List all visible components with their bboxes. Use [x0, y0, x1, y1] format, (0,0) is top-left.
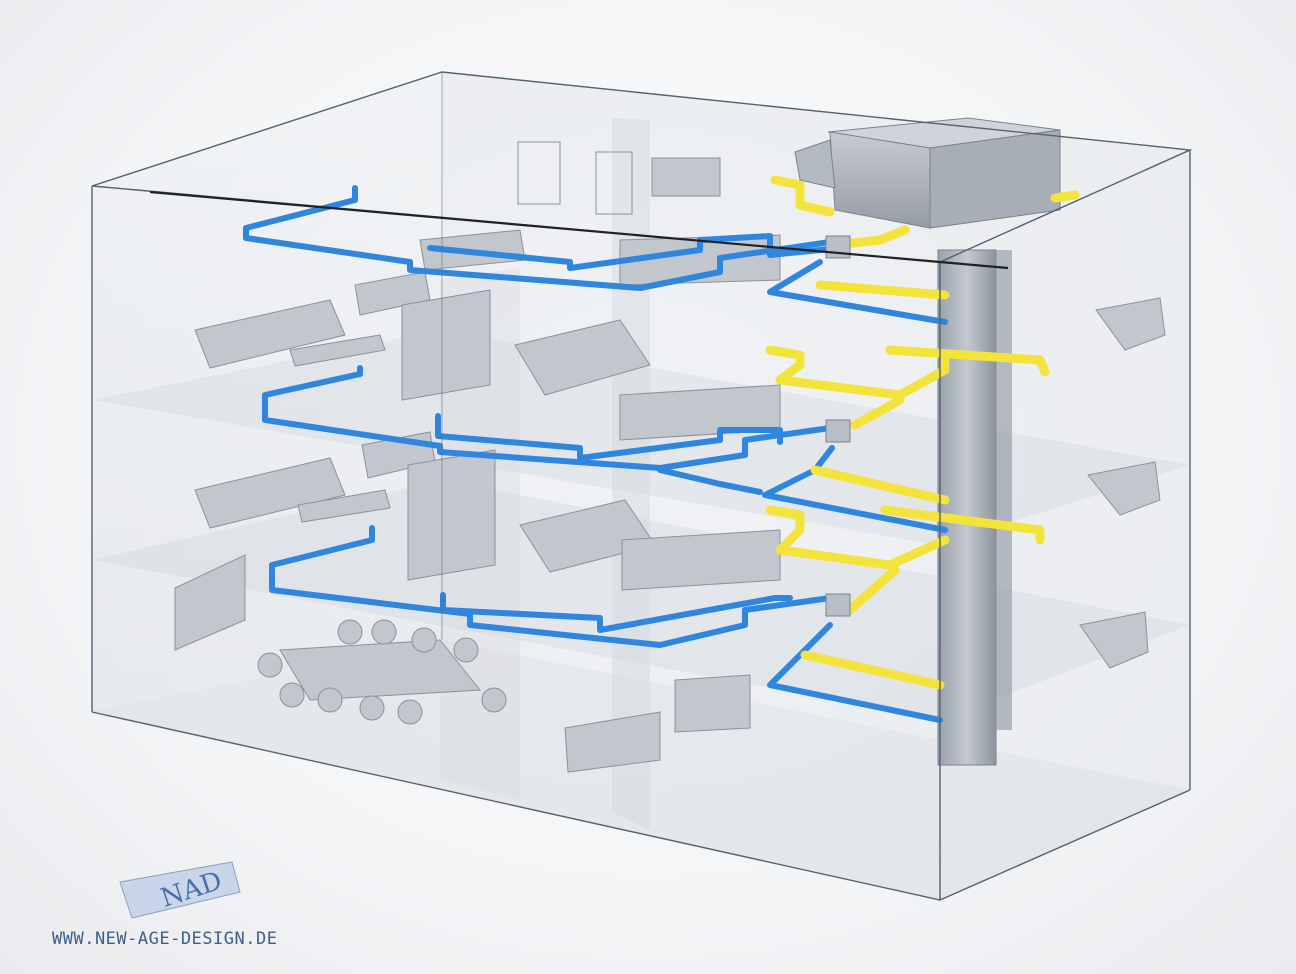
supply-duct-top-3: [767, 259, 948, 325]
office-chair-1: [257, 652, 283, 678]
extract-duct-low-2: [880, 505, 1045, 545]
supply-ductwork: [243, 185, 948, 723]
vanity-middle: [621, 529, 781, 591]
air-handling-unit: [794, 117, 1061, 229]
sink-top: [1095, 297, 1166, 351]
extract-duct-mid-3: [850, 395, 905, 430]
wardrobe-middle: [407, 449, 496, 581]
furniture-ground-floor: [174, 554, 1149, 773]
sink-ground: [1079, 611, 1149, 669]
supply-duct-mid-2: [435, 413, 783, 461]
wardrobe-top: [401, 289, 491, 401]
extract-duct-top-4: [815, 280, 950, 300]
riser-column: [937, 249, 997, 766]
sofa-middle: [194, 457, 346, 529]
office-desk: [564, 711, 661, 773]
plenum-box-low: [825, 593, 851, 617]
office-chair-7: [371, 619, 397, 645]
website-watermark: WWW.NEW-AGE-DESIGN.DE: [52, 929, 278, 949]
supply-duct-mid-1: [262, 365, 833, 471]
office-chair-8: [411, 627, 437, 653]
office-chair-4: [359, 695, 385, 721]
office-chair-5: [397, 699, 423, 725]
film-strip: [119, 861, 241, 919]
supply-duct-mid-4: [657, 467, 763, 495]
ahu-hood: [794, 139, 836, 189]
extract-duct-top-1: [770, 175, 835, 217]
furniture-top-floor: [194, 141, 1166, 441]
supply-duct-top-2: [427, 233, 843, 271]
extract-duct-low-3: [845, 565, 900, 615]
sofa-top: [194, 299, 346, 369]
extract-duct-mid-1: [765, 345, 950, 400]
sink-middle: [1087, 461, 1161, 516]
nad-logo: NAD: [119, 861, 241, 919]
office-chair-3: [317, 687, 343, 713]
coffee-table-top: [289, 334, 386, 367]
supply-duct-low-2: [440, 592, 793, 633]
office-chair-6: [337, 619, 363, 645]
extract-duct-top-3: [1050, 190, 1080, 203]
supply-duct-low-3: [767, 622, 943, 723]
office-chair-10: [481, 687, 507, 713]
ahu-side: [929, 129, 1061, 229]
picture-frame-2: [595, 151, 633, 215]
shelf-unit: [674, 674, 751, 733]
office-chair-9: [453, 637, 479, 663]
supply-duct-top-1: [243, 185, 833, 291]
base-outline: [91, 711, 1191, 901]
bed-top: [514, 319, 651, 396]
extract-duct-low-4: [800, 650, 945, 690]
furniture-middle-floor: [194, 431, 1161, 591]
supply-duct-mid-3: [762, 445, 948, 533]
coffee-table-middle: [297, 489, 391, 523]
extract-duct-low-1: [765, 505, 950, 570]
building-edges: [91, 71, 1193, 901]
wall-monitor: [174, 554, 246, 651]
plenum-box-mid: [825, 419, 851, 443]
riser-shaft: [937, 249, 1012, 766]
roof-beam: [149, 190, 1009, 270]
office-chair-2: [279, 682, 305, 708]
cabinet-top: [651, 157, 721, 197]
supply-duct-low-1: [269, 525, 833, 648]
riser-column-rear: [996, 250, 1012, 730]
picture-frame-1: [517, 141, 561, 205]
extract-duct-mid-4: [810, 465, 950, 505]
partition-wall-a: [612, 118, 650, 830]
